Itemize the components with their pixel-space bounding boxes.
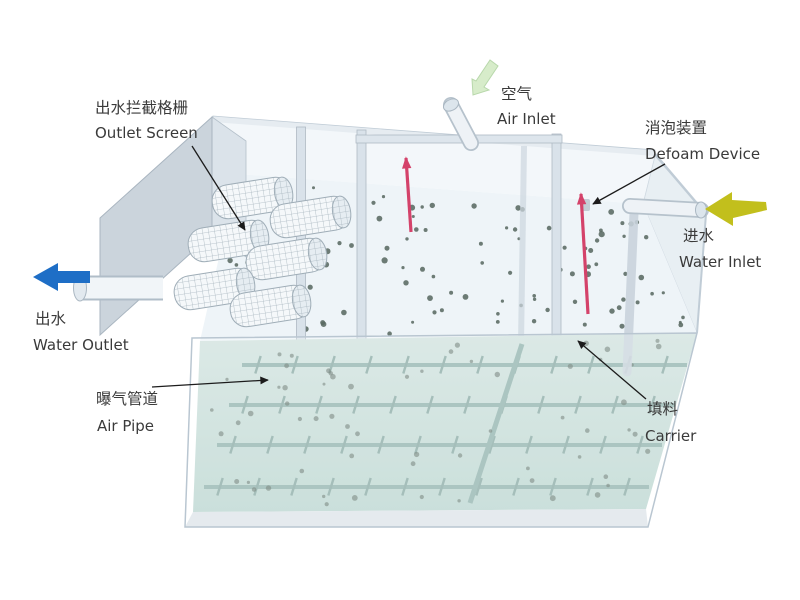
label-carrier-zh: 填料 bbox=[647, 400, 678, 418]
labels: 出水拦截格栅 Outlet Screen 空气 Air Inlet 消泡装置 D… bbox=[33, 85, 761, 445]
water-inlet-pipe-opening bbox=[695, 201, 707, 219]
defoam-spray-arrow-icon bbox=[576, 192, 590, 315]
label-water-inlet-en: Water Inlet bbox=[679, 253, 761, 271]
outlet-screen-cylinders bbox=[173, 176, 352, 328]
outlet-screen-cylinder bbox=[229, 284, 312, 328]
upflow-arrow-icon bbox=[402, 156, 413, 233]
label-air-pipe: 曝气管道 Air Pipe bbox=[96, 390, 158, 435]
label-air-inlet: 空气 Air Inlet bbox=[497, 85, 556, 128]
aeration-pipe-grid bbox=[204, 355, 687, 496]
inlet-downpipe bbox=[622, 208, 639, 377]
water-inlet-flow-arrow-icon bbox=[705, 192, 767, 226]
label-air-inlet-zh: 空气 bbox=[501, 85, 532, 103]
tank-front-wall bbox=[184, 332, 698, 528]
label-outlet-screen-zh: 出水拦截格栅 bbox=[95, 99, 188, 117]
label-water-outlet-zh: 出水 bbox=[35, 310, 67, 328]
label-air-pipe-en: Air Pipe bbox=[97, 417, 154, 435]
tank-right-outer-edge bbox=[696, 213, 707, 334]
outlet-screen-cylinder bbox=[187, 219, 270, 263]
label-defoam-device: 消泡装置 Defoam Device bbox=[645, 119, 760, 163]
label-outlet-screen-en: Outlet Screen bbox=[95, 124, 198, 142]
water-outlet-flow-arrow-icon bbox=[33, 263, 90, 291]
air-downcomer-pipe bbox=[518, 145, 527, 345]
label-water-outlet: 出水 Water Outlet bbox=[33, 310, 129, 354]
water-inlet-pipe bbox=[622, 198, 709, 219]
leader-carrier bbox=[577, 340, 647, 400]
air-inlet-pipe-body bbox=[444, 98, 478, 150]
label-defoam-device-zh: 消泡装置 bbox=[645, 119, 707, 137]
leader-lines bbox=[151, 145, 666, 400]
frame-post-2 bbox=[356, 129, 367, 359]
outlet-screen-cylinder bbox=[245, 237, 328, 281]
aeration-manifold-pipe bbox=[467, 343, 525, 504]
label-defoam-device-en: Defoam Device bbox=[645, 145, 760, 163]
label-air-inlet-en: Air Inlet bbox=[497, 110, 556, 128]
carrier-dots-submerged bbox=[210, 338, 662, 507]
outlet-screen-cylinder bbox=[269, 195, 352, 239]
label-carrier: 填料 Carrier bbox=[645, 400, 697, 445]
air-inlet-pipe bbox=[442, 97, 479, 151]
leader-outlet-screen bbox=[191, 145, 246, 231]
label-carrier-en: Carrier bbox=[645, 427, 697, 445]
leader-defoam-device bbox=[592, 163, 666, 205]
water-body bbox=[193, 333, 697, 512]
label-water-outlet-en: Water Outlet bbox=[33, 336, 129, 354]
label-water-inlet-zh: 进水 bbox=[683, 227, 715, 245]
label-water-inlet: 进水 Water Inlet bbox=[679, 227, 761, 271]
air-inlet-flow-arrow-icon bbox=[471, 59, 499, 96]
leader-air-pipe bbox=[151, 376, 269, 388]
label-outlet-screen: 出水拦截格栅 Outlet Screen bbox=[95, 99, 198, 142]
air-inlet-pipe-opening bbox=[442, 98, 460, 112]
tank-base bbox=[185, 509, 648, 527]
label-air-pipe-zh: 曝气管道 bbox=[96, 390, 158, 408]
frame-post-3 bbox=[551, 133, 562, 367]
tank-back-wall bbox=[213, 122, 655, 204]
water-inlet-pipe-body bbox=[623, 199, 708, 217]
